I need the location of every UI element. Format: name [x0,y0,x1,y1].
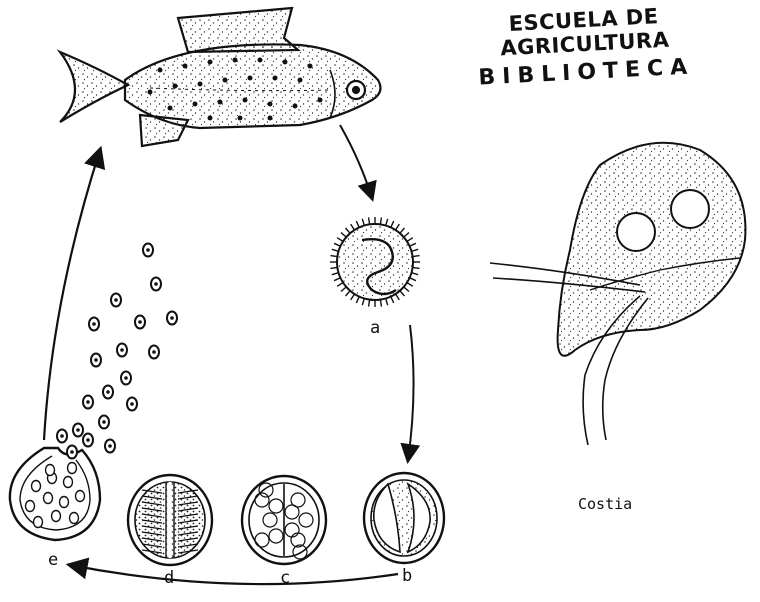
arrow-b-to-e [70,565,398,584]
stage-label-a: a [370,318,380,338]
swarmers [57,244,177,459]
stage-d-cyst [128,475,212,565]
stage-e-rupturing-cyst [10,448,100,540]
arrow-a-to-b [408,325,414,460]
library-stamp: ESCUELA DE AGRICULTURA BIBLIOTECA [438,0,732,92]
stage-label-b: b [402,566,412,586]
stage-b-cyst [364,473,444,563]
stage-label-e: e [48,550,58,570]
fish-pelvic-fin [140,115,188,146]
stage-c-cyst [242,476,326,564]
arrow-fish-to-a [340,125,372,198]
costia-organism [490,143,745,445]
stage-label-d: d [164,568,174,588]
stage-label-c: c [280,568,290,588]
fish-tail [60,52,128,122]
caption-costia: Costia [578,495,632,513]
stage-a-trophont [330,217,420,307]
fish-host [60,8,380,146]
fish-body [125,44,380,128]
